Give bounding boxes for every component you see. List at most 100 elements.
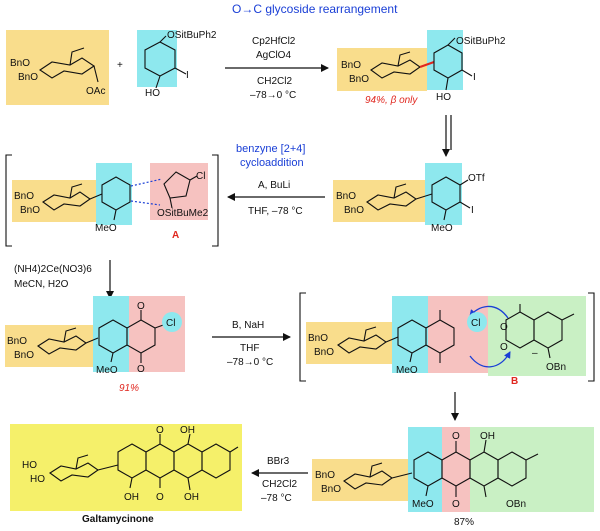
ad-o-2: O: [500, 342, 508, 353]
ad-cl: Cl: [471, 318, 480, 329]
step4-reagent-2: THF: [240, 343, 259, 354]
int1-bno-1: BnO: [14, 191, 34, 202]
aryl-ho: HO: [145, 88, 160, 99]
final-ho-2: HO: [30, 474, 45, 485]
final-product-box: [10, 424, 242, 511]
int1-furan-ring: [163, 171, 191, 199]
step2-reagent-2: THF, –78 °C: [248, 206, 303, 217]
step4-reagent-3: –78→0 °C: [227, 357, 273, 368]
q-sugar-box: [5, 325, 93, 367]
p1-iodo: I: [473, 72, 476, 83]
ad-sugar-box: [306, 322, 392, 364]
ad-sugar-ring: [337, 326, 399, 354]
int1-sugar-box: [12, 180, 96, 222]
p1-aryl-box: [427, 30, 463, 90]
final-ho-1: HO: [22, 460, 37, 471]
tf-otf: OTf: [468, 173, 485, 184]
step1-reagent-2: AgClO4: [256, 50, 291, 61]
int1-cycloaddition-dashes: [130, 178, 163, 206]
sm-bno-1: BnO: [10, 58, 30, 69]
q-bno-1: BnO: [7, 336, 27, 347]
p1-bno-2: BnO: [349, 74, 369, 85]
q-cl: Cl: [166, 318, 175, 329]
bracket-left-2: [299, 292, 306, 382]
final-oh-3: OH: [184, 492, 199, 503]
int1-cl: Cl: [196, 171, 205, 182]
aq-sugar-ring: [343, 462, 413, 490]
step2-heading-2: cycloaddition: [240, 157, 304, 169]
step2-reagent-1: A, BuLi: [258, 180, 290, 191]
sm-sugar-ring: [39, 47, 99, 83]
aq-bno-1: BnO: [315, 470, 335, 481]
step3-yield: 91%: [119, 383, 139, 394]
ad-bno-2: BnO: [314, 347, 334, 358]
p1-c-glycoside-bond: [419, 60, 435, 69]
ad-meo: MeO: [396, 365, 418, 376]
aq-o-bottom: O: [452, 499, 460, 510]
step1-reagent-4: –78→0 °C: [250, 90, 296, 101]
q-quinone-box: [129, 296, 185, 372]
ad-anhydride-box: [488, 296, 586, 376]
tf-iodo: I: [471, 205, 474, 216]
final-o-bottom: O: [156, 492, 164, 503]
sm-oac: OAc: [86, 86, 105, 97]
step1-reagent-1: Cp2HfCl2: [252, 36, 296, 47]
aq-obn: OBn: [506, 499, 526, 510]
step3-reagent-1: (NH4)2Ce(NO3)6: [14, 264, 92, 275]
int1-furan-box: [150, 163, 208, 220]
final-product-name: Galtamycinone: [82, 514, 154, 525]
int1-bno-2: BnO: [20, 205, 40, 216]
bracket-right-2: [588, 292, 595, 382]
p1-otbdps: OSitBuPh2: [456, 36, 506, 47]
scheme-title: O→C glycoside rearrangement: [232, 2, 398, 16]
q-meo: MeO: [96, 365, 118, 376]
q-o-top: O: [137, 301, 145, 312]
step5-reagent-2: CH2Cl2: [262, 479, 297, 490]
step3-reagent-2: MeCN, H2O: [14, 279, 69, 290]
bracket-left-1: [5, 154, 12, 247]
aryl-otbdps: OSitBuPh2: [167, 30, 217, 41]
step4-reagent-1: B, NaH: [232, 320, 264, 331]
q-bno-2: BnO: [14, 350, 34, 361]
p1-ho: HO: [436, 92, 451, 103]
aq-sugar-box: [312, 459, 408, 501]
ad-bno-1: BnO: [308, 333, 328, 344]
int1-osi: OSitBuMe2: [157, 208, 209, 219]
step2-heading-1: benzyne [2+4]: [236, 143, 305, 155]
reagent-b-label: B: [511, 376, 518, 387]
aq-bno-2: BnO: [321, 484, 341, 495]
int1-meo: MeO: [95, 223, 117, 234]
aryl-box: [137, 30, 177, 87]
final-o-top: O: [156, 425, 164, 436]
q-sugar-ring: [37, 327, 99, 355]
ad-minus: –: [532, 348, 538, 359]
sm-bno-2: BnO: [18, 72, 38, 83]
ad-cl-highlight: [467, 312, 487, 332]
aq-o-top: O: [452, 431, 460, 442]
step5-reagent-3: –78 °C: [261, 493, 292, 504]
tf-bno-1: BnO: [336, 191, 356, 202]
aq-naphthol-box: [470, 427, 594, 512]
tf-meo: MeO: [431, 223, 453, 234]
final-oh-1: OH: [180, 425, 195, 436]
int1-sugar-ring: [42, 183, 103, 211]
plus-sign: +: [117, 60, 123, 71]
aryl-iodo: I: [186, 70, 189, 81]
step5-reagent-1: BBr3: [267, 456, 290, 467]
p1-sugar-box: [337, 48, 427, 91]
final-sugar-ring: [49, 454, 119, 482]
aq-yield: 87%: [454, 517, 474, 528]
bracket-right-1: [212, 154, 219, 247]
step1-yield: 94%, β only: [365, 95, 418, 106]
ad-o-1: O: [500, 322, 508, 333]
tf-sugar-box: [333, 180, 425, 222]
reagent-a-label: A: [172, 230, 179, 241]
q-o-bottom: O: [137, 364, 145, 375]
aq-oh: OH: [480, 431, 495, 442]
tf-sugar-ring: [366, 183, 433, 211]
q-cl-highlight: [162, 312, 182, 332]
ad-obn: OBn: [546, 362, 566, 373]
p1-bno-1: BnO: [341, 60, 361, 71]
tf-bno-2: BnO: [344, 205, 364, 216]
